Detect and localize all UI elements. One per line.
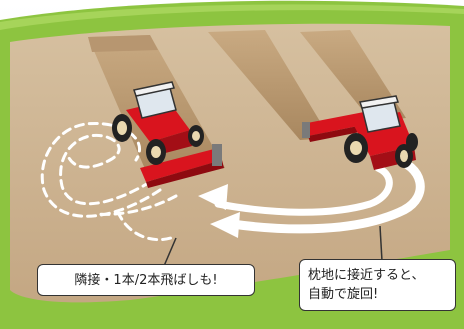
turn-arrow-inner <box>214 164 393 216</box>
dashed-turn-path-inner <box>59 133 152 206</box>
callout-auto-turn-line1: 枕地に接近すると、 <box>308 268 425 283</box>
turn-arrow-outer <box>227 153 425 234</box>
dashed-loop-bottom <box>116 210 178 242</box>
strip-left-shade <box>88 35 158 52</box>
callout-auto-turn-line2: 自動で旋回! <box>308 287 379 302</box>
tractor-right <box>302 95 418 170</box>
arrowhead-upper <box>198 184 228 210</box>
worked-strip-middle <box>208 30 330 140</box>
dashed-return-path <box>94 194 178 216</box>
callout-auto-turn: 枕地に接近すると、 自動で旋回! <box>299 259 456 311</box>
callout-right-pointer <box>379 225 383 262</box>
grass-highlight <box>0 4 464 30</box>
tractor-left <box>112 81 224 188</box>
arrowhead-lower <box>210 212 240 238</box>
callout-left-pointer <box>163 237 177 267</box>
callout-adjacent-skip: 隣接・1本/2本飛ばしも! <box>37 264 255 296</box>
